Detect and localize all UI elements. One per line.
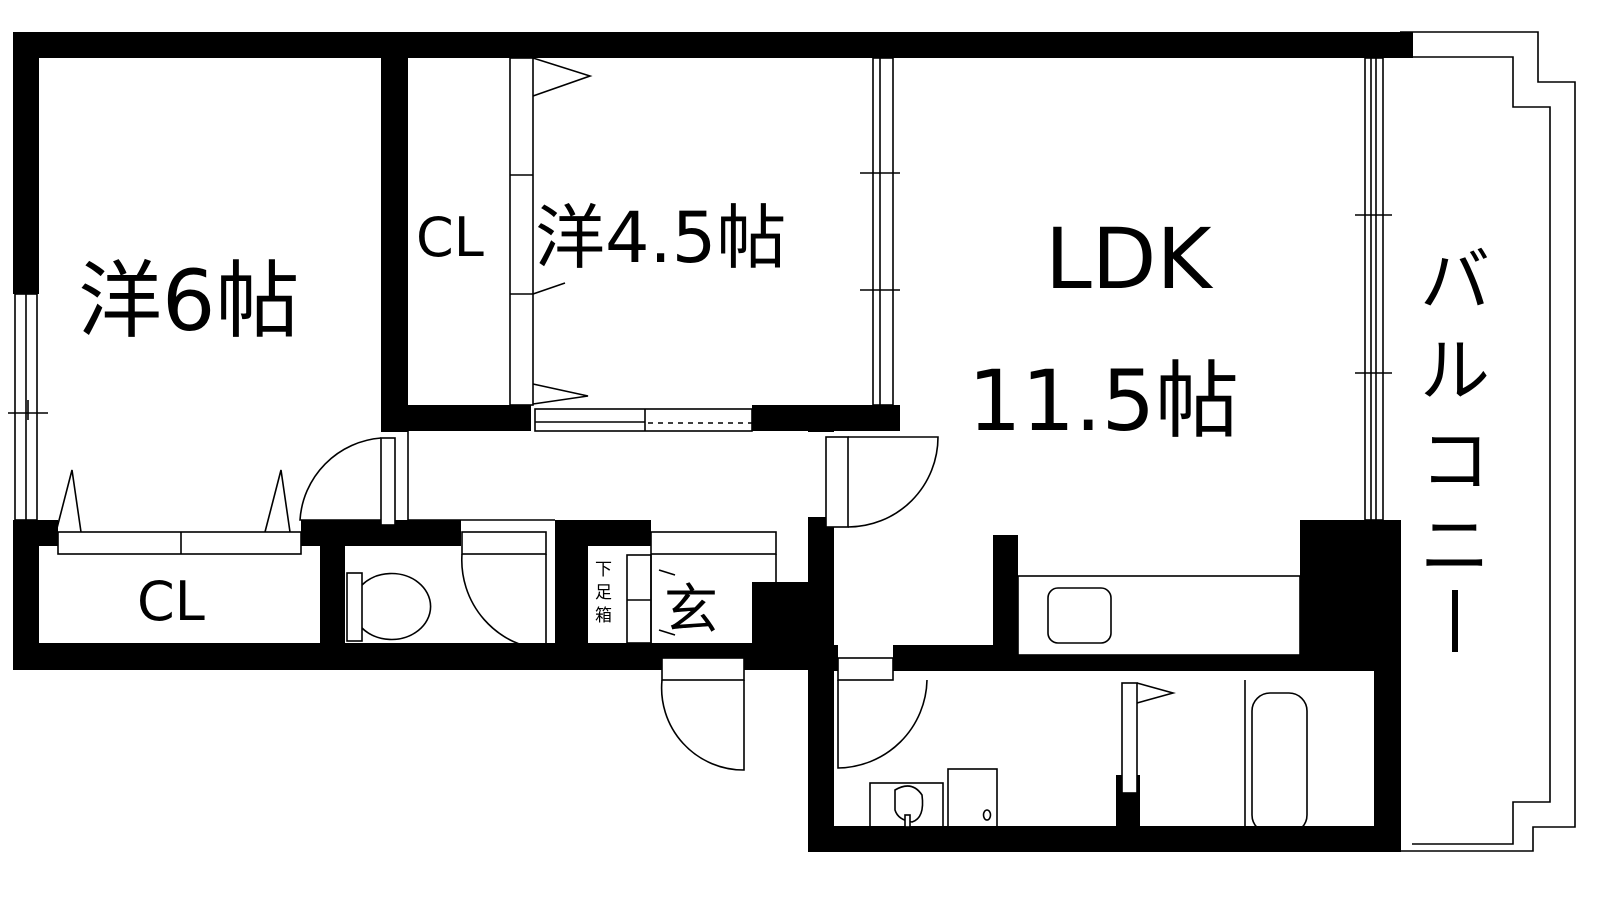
room-label-ldk-size: 11.5帖 <box>968 352 1239 450</box>
closet-doors <box>55 57 753 555</box>
corridor <box>407 431 777 650</box>
washing-machine-pan <box>947 768 998 828</box>
room-label-closet-bottom: CL <box>137 570 205 633</box>
balcony <box>1400 31 1576 852</box>
wash-basin <box>869 782 944 829</box>
long-vowel-mark <box>1452 590 1458 652</box>
room-label-western-4-5: 洋4.5帖 <box>535 197 786 279</box>
room-label-entrance: 玄 <box>664 578 718 641</box>
swing-doors <box>299 436 1176 794</box>
shoe-box <box>626 554 652 644</box>
room-label-ldk: LDK <box>1045 210 1213 308</box>
room-label-western-6: 洋6帖 <box>78 252 299 350</box>
windows <box>8 57 1392 521</box>
room-label-closet-top: CL <box>416 206 484 269</box>
room-label-balcony: バ ル コ ニ <box>1420 240 1490 652</box>
walls <box>13 32 1413 852</box>
svg-text:ル: ル <box>1420 330 1490 412</box>
room-label-shoe-box: 下 足 箱 <box>595 560 612 626</box>
toilet-fixture <box>346 572 432 642</box>
svg-text:コ: コ <box>1420 420 1490 502</box>
kitchen-counter <box>1017 575 1301 656</box>
svg-text:下: 下 <box>595 560 612 580</box>
svg-text:足: 足 <box>595 583 612 603</box>
svg-text:ニ: ニ <box>1420 505 1490 587</box>
svg-text:箱: 箱 <box>595 606 612 626</box>
bathtub <box>1244 680 1308 834</box>
svg-text:バ: バ <box>1420 240 1490 322</box>
